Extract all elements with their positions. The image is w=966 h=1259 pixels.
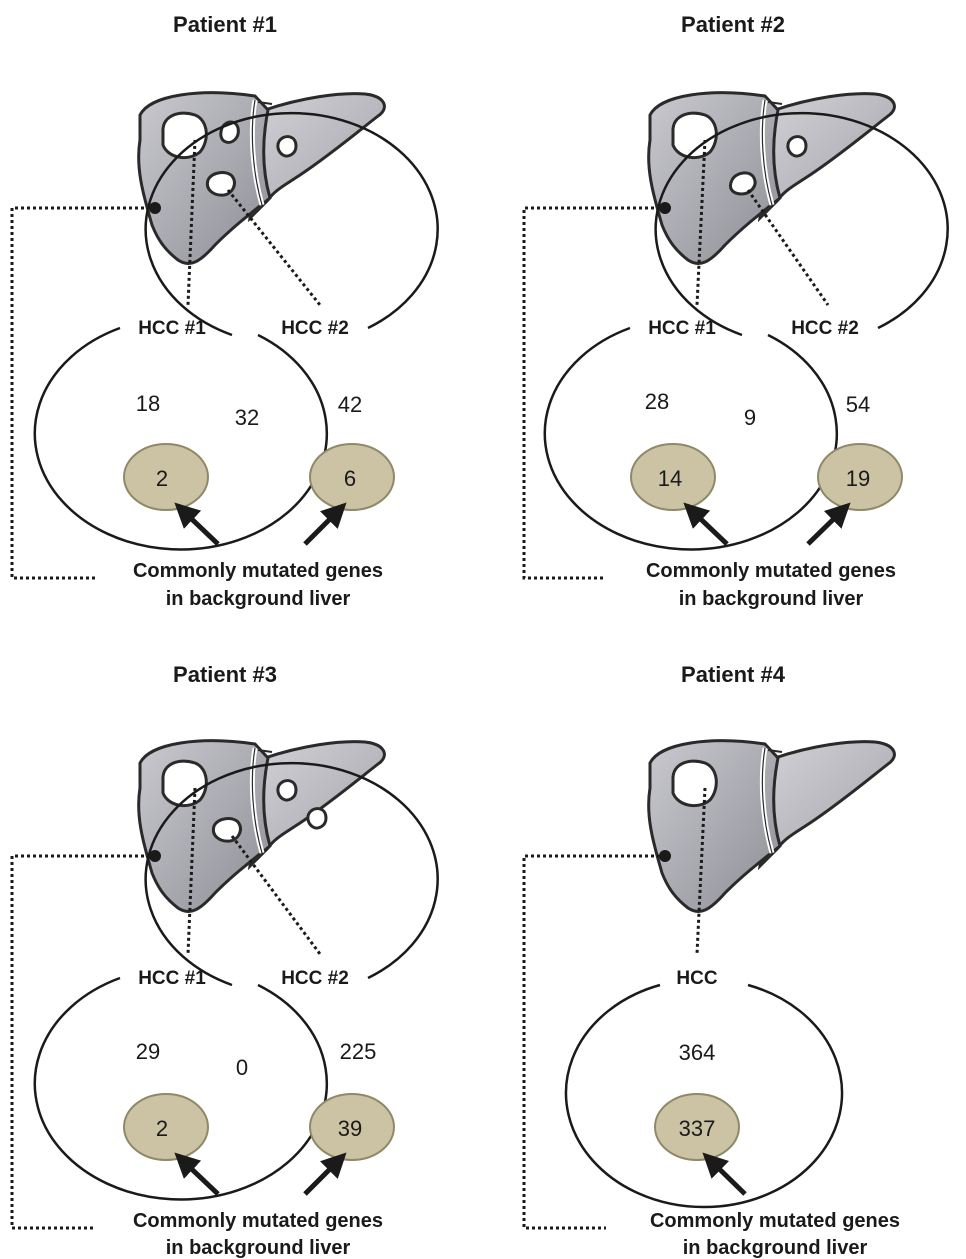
patient-1-hcc2-label: HCC #2 xyxy=(281,318,349,339)
patient-3-hcc2-background-count: 39 xyxy=(338,1116,362,1141)
patient-1-title: Patient #1 xyxy=(173,12,277,37)
patient-3-caption-line2: in background liver xyxy=(166,1237,351,1259)
patient-1-liver-icon xyxy=(139,93,385,264)
patient-2-hcc2-only-count: 54 xyxy=(846,392,870,417)
patient-2-caption-line1: Commonly mutated genes xyxy=(646,560,896,582)
patient-4-background-count: 337 xyxy=(679,1116,716,1141)
patient-4-liver-icon xyxy=(649,741,895,912)
patient-3-arrow-right xyxy=(305,1156,343,1194)
patient-4-caption-line2: in background liver xyxy=(683,1237,868,1259)
patient-2-liver-icon xyxy=(649,93,895,264)
patient-1-caption-line2: in background liver xyxy=(166,588,351,610)
patient-3-hcc1-background-count: 2 xyxy=(156,1116,168,1141)
patient-2-arrow-right xyxy=(808,506,847,544)
patient-1-caption-line1: Commonly mutated genes xyxy=(133,560,383,582)
patient-3-hcc2-label: HCC #2 xyxy=(281,968,349,989)
patient-3-hcc1-label: HCC #1 xyxy=(138,968,206,989)
patient-2-hcc2-background-count: 19 xyxy=(846,466,870,491)
patient-2-hcc2-label: HCC #2 xyxy=(791,318,859,339)
patient-3-panel: Patient #3 HCC #1 HCC #2 29 0 225 xyxy=(12,662,438,1259)
patient-2-panel: Patient #2 HCC #1 HCC #2 28 9 54 xyxy=(524,12,948,610)
patient-1-hcc1-label: HCC #1 xyxy=(138,318,206,339)
patient-3-hcc1-only-count: 29 xyxy=(136,1039,160,1064)
patient-3-overlap-count: 0 xyxy=(236,1055,248,1080)
patient-1-panel: Patient #1 HCC #1 HCC #2 18 32 42 xyxy=(12,12,438,610)
patient-4-arrow xyxy=(706,1156,745,1194)
patient-3-arrow-left xyxy=(178,1156,218,1194)
patient-3-caption-line1: Commonly mutated genes xyxy=(133,1210,383,1232)
patient-2-hcc1-label: HCC #1 xyxy=(648,318,716,339)
patient-2-hcc1-background-count: 14 xyxy=(658,466,682,491)
patient-3-hcc2-only-count: 225 xyxy=(340,1039,377,1064)
patient-1-overlap-count: 32 xyxy=(235,405,259,430)
patient-4-caption-line1: Commonly mutated genes xyxy=(650,1210,900,1232)
patient-1-hcc2-only-count: 42 xyxy=(338,392,362,417)
patient-4-title: Patient #4 xyxy=(681,662,786,687)
patient-2-caption-line2: in background liver xyxy=(679,588,864,610)
patient-3-title: Patient #3 xyxy=(173,662,277,687)
patient-4-hcc-label: HCC xyxy=(676,968,717,989)
patient-1-hcc1-background-count: 2 xyxy=(156,466,168,491)
patient-4-venn: HCC 364 337 Commonly mutated genes in ba… xyxy=(566,968,900,1259)
patient-2-hcc1-only-count: 28 xyxy=(645,389,669,414)
patient-2-arrow-left xyxy=(687,506,727,544)
patient-1-hcc2-background-count: 6 xyxy=(344,466,356,491)
patient-1-arrow-left xyxy=(178,506,218,544)
patient-4-total-count: 364 xyxy=(679,1040,716,1065)
patient-1-hcc1-only-count: 18 xyxy=(136,391,160,416)
patient-1-arrow-right xyxy=(305,506,343,544)
patient-4-panel: Patient #4 HCC 364 337 Commonly mutated … xyxy=(524,662,900,1259)
patient-2-title: Patient #2 xyxy=(681,12,785,37)
patient-2-overlap-count: 9 xyxy=(744,405,756,430)
